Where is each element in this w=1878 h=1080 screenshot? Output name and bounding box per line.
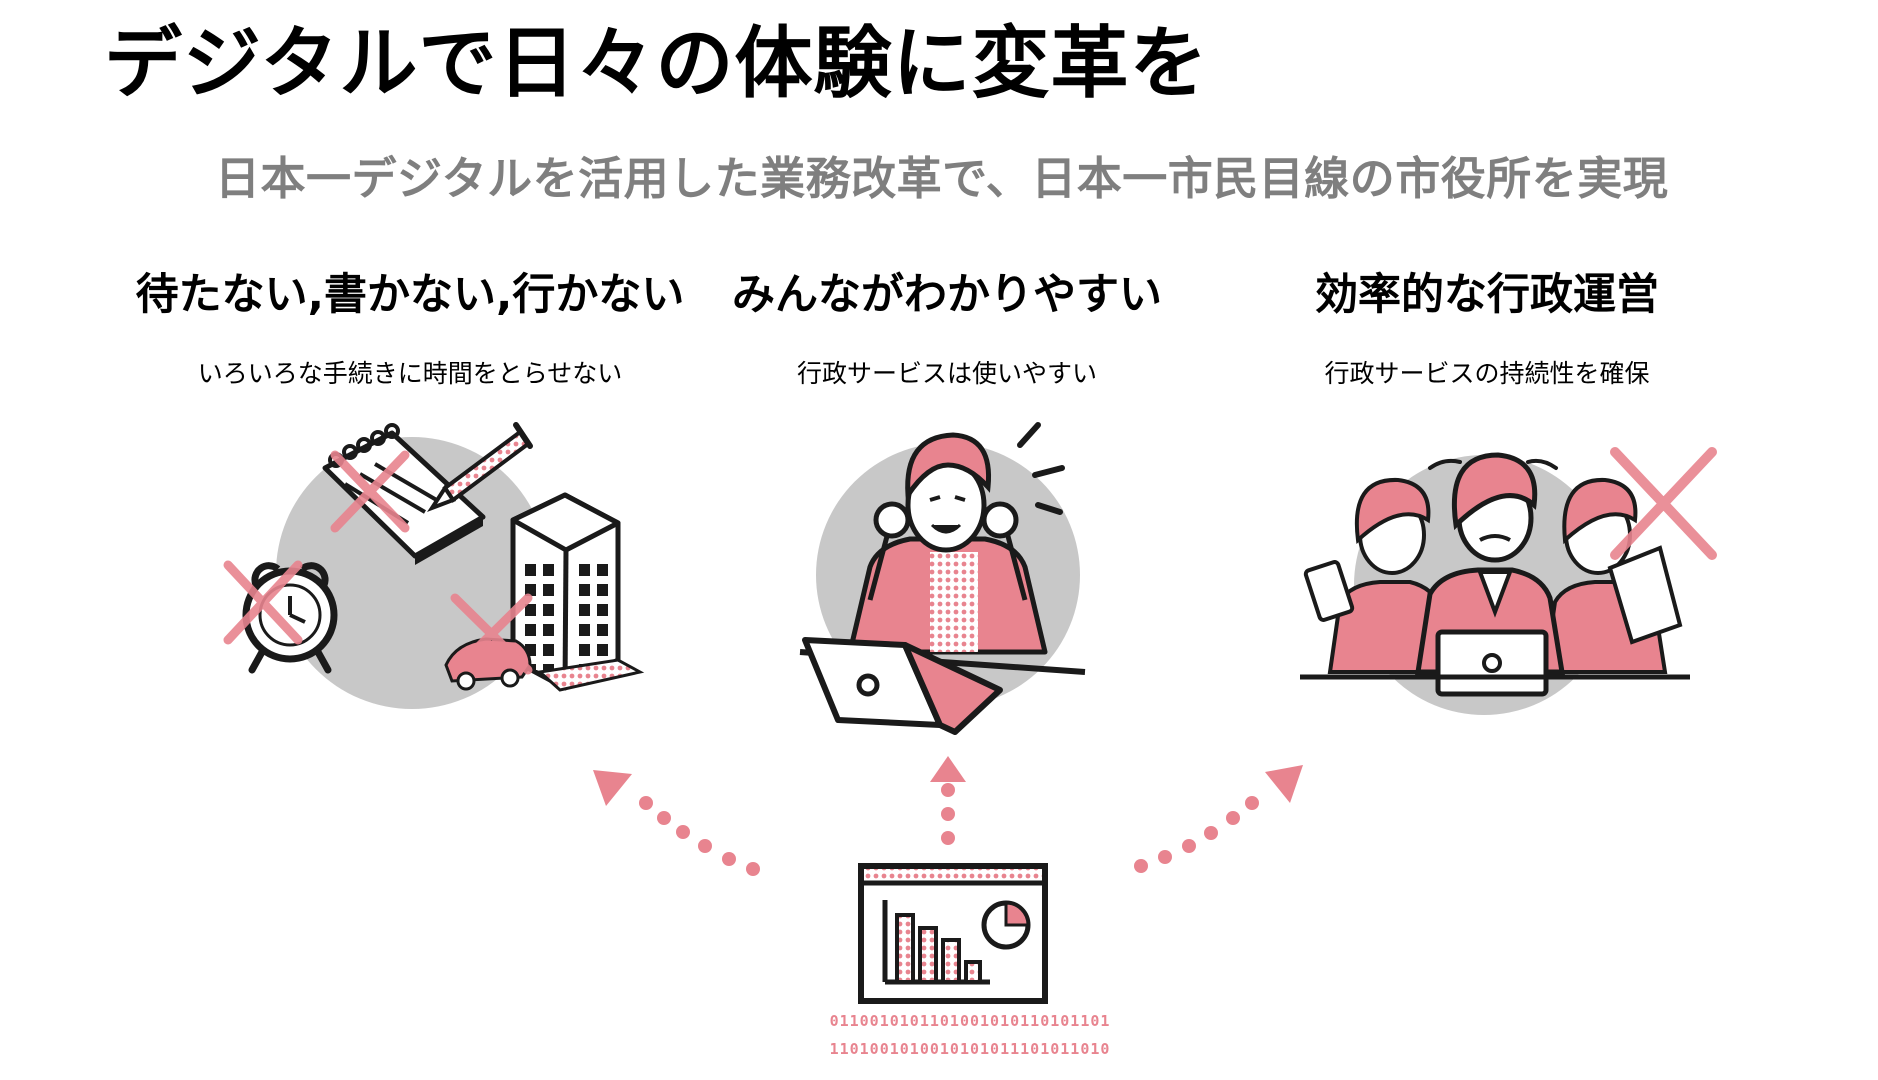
laptop-icon [802, 637, 1003, 735]
page-subtitle: 日本一デジタルを活用した業務改革で、日本一市民目線の市役所を実現 [215, 152, 1669, 205]
binary-code-line: 0110010101101001010110101101 [829, 1012, 1111, 1030]
alarm-clock-icon [242, 562, 338, 674]
office-building-icon [510, 492, 645, 692]
stressed-workers-icon [1303, 452, 1683, 697]
cross-mark-icon [223, 560, 303, 645]
pillar-heading: みんながわかりやすい [732, 270, 1162, 320]
pillar-description: 行政サービスの持続性を確保 [1324, 358, 1650, 388]
cheering-person-icon [847, 432, 1048, 655]
pillar-description: 行政サービスは使いやすい [796, 358, 1097, 388]
pillar-heading: 待たない,書かない,行かない [135, 270, 685, 320]
illustration-easy-to-understand [799, 422, 1086, 735]
page-title: デジタルで日々の体験に変革を [104, 19, 1209, 109]
pillar-description: いろいろな手続きに時間をとらせない [197, 358, 623, 388]
arrow-icon [930, 756, 966, 845]
pencil-icon [426, 422, 533, 513]
illustration-efficient-administration [1300, 447, 1717, 715]
arrow-icon [1134, 765, 1303, 873]
cross-mark-icon [330, 450, 410, 533]
pillar-no-wait: 待たない,書かない,行かない いろいろな手続きに時間をとらせない [110, 268, 710, 390]
arrow-icon [593, 770, 760, 876]
pillar-easy-to-understand: みんながわかりやすい 行政サービスは使いやすい [647, 268, 1247, 390]
pillar-heading: 効率的な行政運営 [1315, 270, 1659, 320]
binary-code-line: 1101001010010101011101011010 [829, 1040, 1111, 1058]
illustration-no-wait [223, 422, 645, 709]
cross-mark-icon [450, 593, 533, 675]
notepad-icon [322, 423, 486, 565]
cross-mark-icon [1610, 447, 1717, 560]
dashboard-chart-icon [858, 863, 1048, 1004]
pillar-efficient-administration: 効率的な行政運営 行政サービスの持続性を確保 [1187, 268, 1787, 390]
